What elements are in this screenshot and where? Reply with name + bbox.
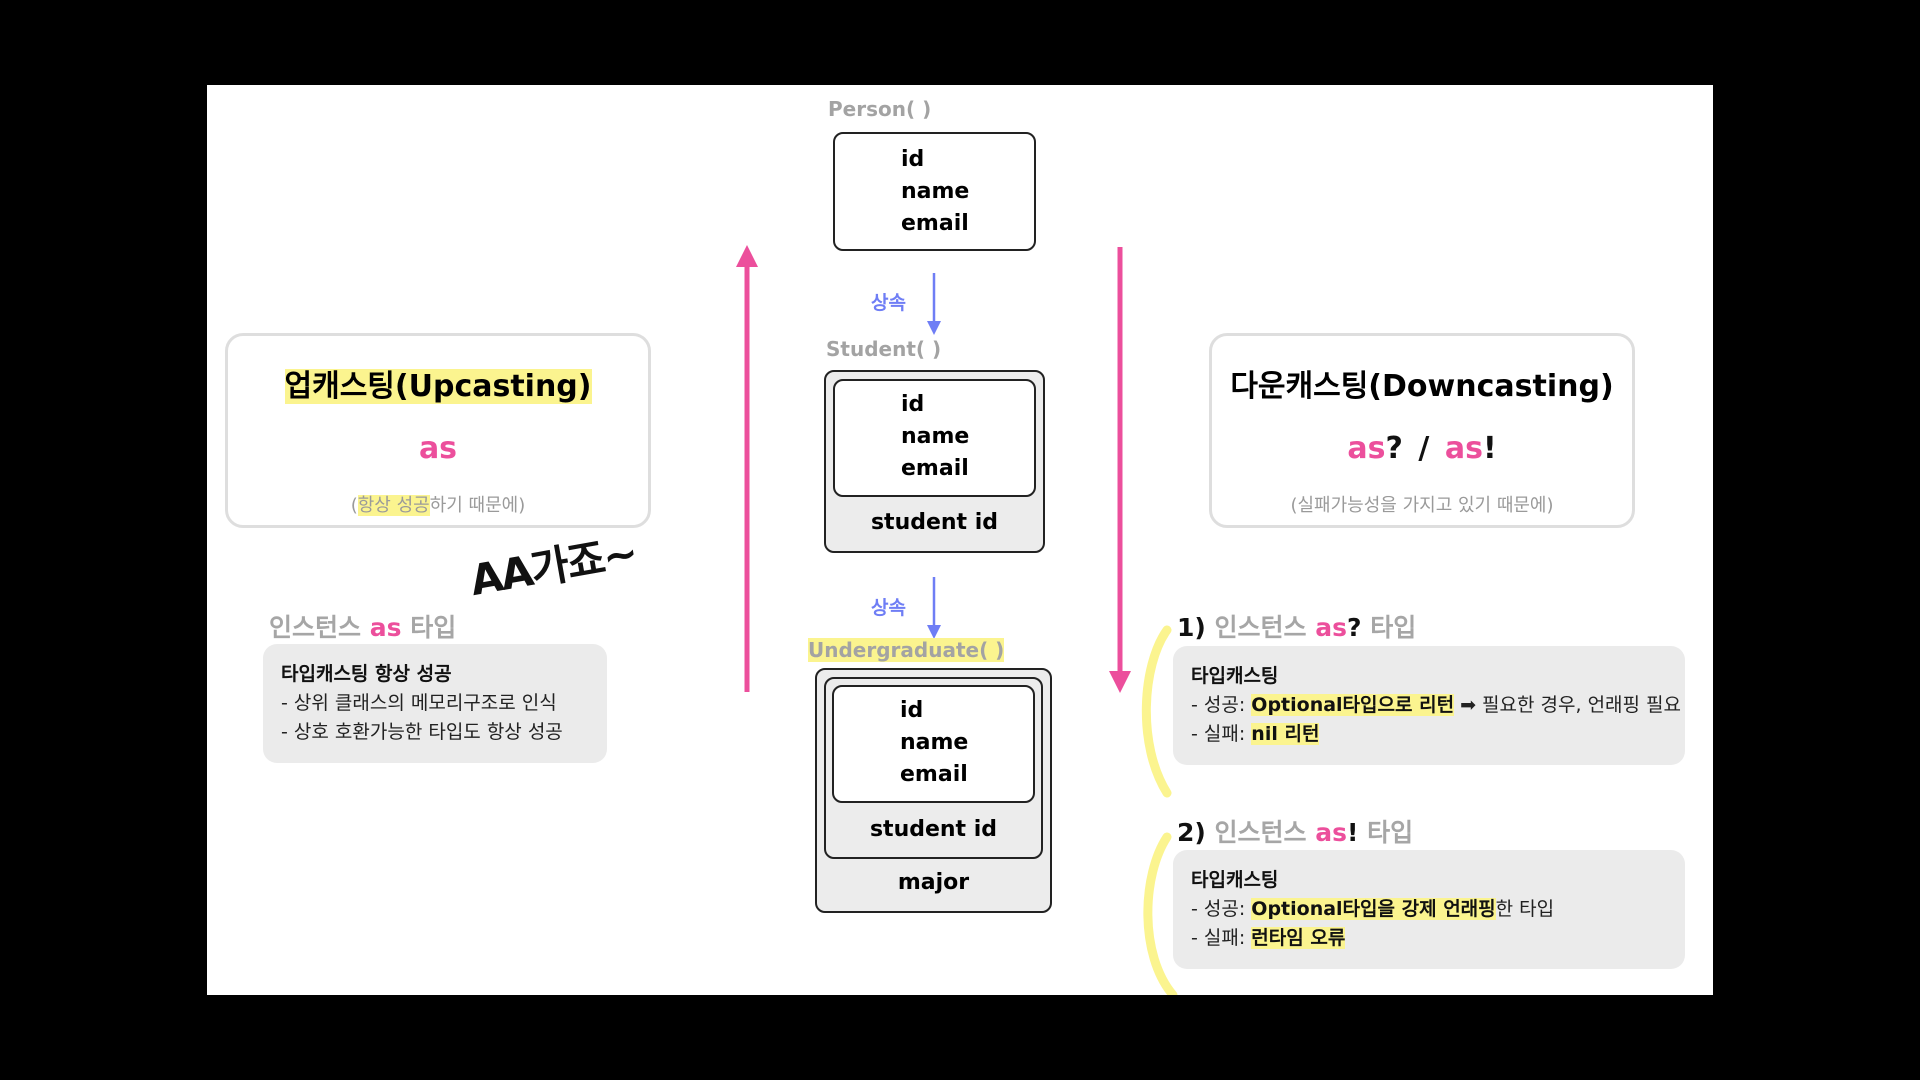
upcasting-note-line1: - 상위 클래스의 메모리구조로 인식 <box>281 692 557 714</box>
upcasting-reason-open: ( <box>350 495 358 516</box>
section1-l1-highlight: Optional타입으로 리턴 <box>1251 694 1455 716</box>
inherit-arrow-2-head <box>927 625 941 639</box>
undergraduate-mid-box: id name email student id <box>824 677 1043 859</box>
undergraduate-inner-box: id name email <box>832 685 1035 803</box>
inherit-label-2: 상속 <box>871 597 906 619</box>
person-field-name: name <box>901 179 970 204</box>
upcasting-card: 업캐스팅(Upcasting) as (항상 성공하기 때문에) <box>225 333 651 528</box>
downcast-op2-kw: as <box>1444 431 1483 466</box>
section1-l1-pre: - 성공: <box>1191 694 1252 716</box>
undergraduate-inner-fields: id name email <box>900 695 968 791</box>
section1-l2-highlight: nil 리턴 <box>1251 723 1320 745</box>
section1-l2-pre: - 실패: <box>1191 723 1252 745</box>
student-inner-box: id name email <box>833 379 1036 497</box>
undergraduate-field-email: email <box>900 762 968 787</box>
downcast-op1-mark: ? <box>1385 431 1403 466</box>
slide-canvas: { "hierarchy": { "person": { "label": "P… <box>207 85 1713 995</box>
undergraduate-box: id name email student id major <box>815 668 1052 913</box>
upcasting-note-head: 타입캐스팅 항상 성공 <box>281 663 452 685</box>
section2-kw: as <box>1315 818 1348 847</box>
undergraduate-field-major: major <box>897 870 970 895</box>
downcasting-card: 다운캐스팅(Downcasting) as? / as! (실패가능성을 가지고 있… <box>1209 333 1635 528</box>
upcasting-operator: as <box>418 431 458 466</box>
downcast-separator: / <box>1418 431 1430 466</box>
undergraduate-label: Undergraduate( ) <box>808 638 1005 662</box>
section2-l2-pre: - 실패: <box>1191 927 1252 949</box>
section2-bracket-stroke <box>1143 832 1178 995</box>
upcasting-title: 업캐스팅(Upcasting) <box>228 361 648 405</box>
undergraduate-field-id: id <box>900 698 924 723</box>
downcasting-operators: as? / as! <box>1212 431 1632 466</box>
upcasting-reason: (항상 성공하기 때문에) <box>228 491 648 517</box>
section2-post: 타입 <box>1358 818 1414 847</box>
section2-l2-highlight: 런타임 오류 <box>1251 927 1346 949</box>
upcasting-section-post: 타입 <box>401 613 457 642</box>
student-field-name: name <box>901 424 970 449</box>
section2-note-head: 타입캐스팅 <box>1191 869 1279 891</box>
section2-mark: ! <box>1347 818 1359 847</box>
person-label: Person( ) <box>828 97 932 121</box>
section2-note-line2: - 실패: 런타임 오류 <box>1191 924 1667 953</box>
section1-mark: ? <box>1347 613 1362 642</box>
section1-kw: as <box>1315 613 1348 642</box>
upcasting-note-line2: - 상호 호환가능한 타입도 항상 성공 <box>281 721 563 743</box>
person-field-email: email <box>901 211 969 236</box>
section1-l1-post: ➡ 필요한 경우, 언래핑 필요 <box>1454 694 1682 716</box>
upcasting-reason-highlight: 항상 성공 <box>357 495 430 516</box>
section2-l1-pre: - 성공: <box>1191 898 1252 920</box>
section1-bracket-stroke <box>1141 625 1172 798</box>
downcast-section1-heading: 1) 인스턴스 as? 타입 <box>1177 608 1416 644</box>
person-box: id name email <box>833 132 1036 251</box>
undergraduate-field-name: name <box>900 730 969 755</box>
section1-pre: 인스턴스 <box>1205 613 1316 642</box>
student-box: id name email student id <box>824 370 1045 553</box>
upcasting-section-heading: 인스턴스 as 타입 <box>269 608 456 644</box>
section2-pre: 인스턴스 <box>1205 818 1316 847</box>
section1-post: 타입 <box>1361 613 1417 642</box>
downcasting-title: 다운캐스팅(Downcasting) <box>1230 369 1614 404</box>
student-field-id: id <box>901 392 925 417</box>
section1-number: 1) <box>1177 613 1206 642</box>
section2-l1-post: 한 타입 <box>1495 898 1555 920</box>
downcast-op1-kw: as <box>1347 431 1386 466</box>
downcast-section2-note: 타입캐스팅 - 성공: Optional타입을 강제 언래핑한 타입 - 실패:… <box>1173 850 1685 969</box>
student-field-email: email <box>901 456 969 481</box>
section2-l1-highlight: Optional타입을 강제 언래핑 <box>1251 898 1496 920</box>
upcasting-reason-rest: 하기 때문에) <box>429 495 526 516</box>
inherit-arrow-1-head <box>927 321 941 335</box>
downcast-section1-note: 타입캐스팅 - 성공: Optional타입으로 리턴 ➡ 필요한 경우, 언래… <box>1173 646 1685 765</box>
downcast-section2-heading: 2) 인스턴스 as! 타입 <box>1177 813 1413 849</box>
downcasting-reason: (실패가능성을 가지고 있기 때문에) <box>1290 495 1554 516</box>
section1-note-line1: - 성공: Optional타입으로 리턴 ➡ 필요한 경우, 언래핑 필요 <box>1191 691 1681 720</box>
section1-note-line2: - 실패: nil 리턴 <box>1191 720 1667 749</box>
student-field-student-id: student id <box>870 510 999 535</box>
upcasting-note: 타입캐스팅 항상 성공 - 상위 클래스의 메모리구조로 인식 - 상호 호환가… <box>263 644 607 763</box>
downcast-arrow-head <box>1109 671 1131 693</box>
downcast-op2-mark: ! <box>1482 431 1497 466</box>
student-label: Student( ) <box>826 337 942 361</box>
undergraduate-field-student-id: student id <box>869 817 998 842</box>
student-inner-fields: id name email <box>901 389 969 485</box>
person-fields: id name email <box>901 144 969 240</box>
person-field-id: id <box>901 147 925 172</box>
inherit-label-1: 상속 <box>871 292 906 314</box>
section2-number: 2) <box>1177 818 1206 847</box>
upcasting-title-text: 업캐스팅(Upcasting) <box>284 369 592 404</box>
upcasting-section-pre: 인스턴스 <box>269 613 370 642</box>
section2-note-line1: - 성공: Optional타입을 강제 언래핑한 타입 <box>1191 895 1667 924</box>
upcasting-section-kw: as <box>369 613 402 642</box>
upcast-arrow-head <box>736 245 758 267</box>
section1-note-head: 타입캐스팅 <box>1191 665 1279 687</box>
undergraduate-label-text: Undergraduate( ) <box>808 638 1005 662</box>
